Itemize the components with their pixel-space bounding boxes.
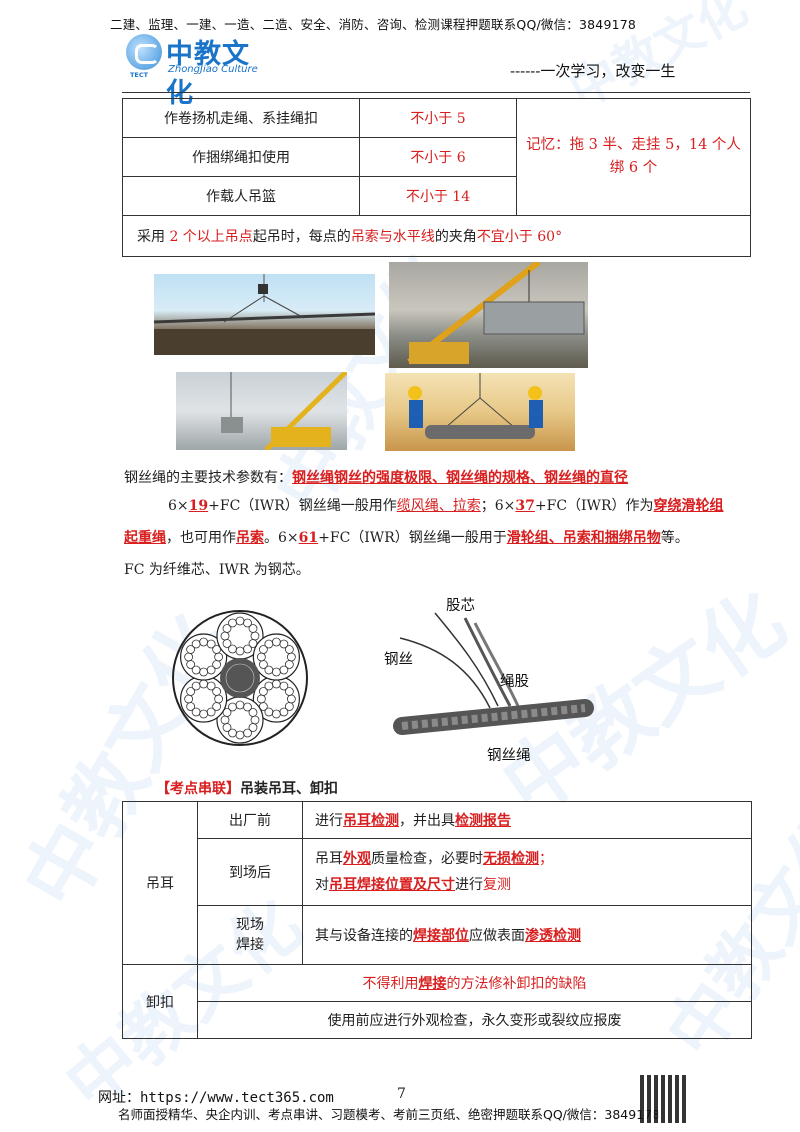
memory-tip: 记忆：拖 3 半、走挂 5，14 个人绑 6 个 — [516, 98, 751, 216]
shackle-rule-1: 不得利用焊接的方法修补卸扣的缺陷 — [197, 964, 752, 1002]
wire — [248, 708, 258, 717]
header-rule — [122, 92, 750, 93]
table-row: 使用前应进行外观检查，永久变形或裂纹应报废 — [123, 1001, 752, 1039]
wire — [206, 639, 216, 649]
table-row: 作捆绑绳扣使用 不小于 6 — [122, 137, 751, 177]
wire — [222, 708, 232, 717]
footer-url: 网址：https://www.tect365.com — [98, 1090, 334, 1106]
table-row: 作载人吊篮 不小于 14 — [122, 176, 751, 216]
row-value: 不小于 14 — [359, 176, 517, 216]
qr-code-icon — [640, 1075, 688, 1123]
wire — [284, 645, 294, 654]
wire — [284, 702, 294, 711]
label-wire-rope: 钢丝绳 — [487, 748, 531, 764]
stage-onsite-welding-desc: 其与设备连接的焊接部位应做表面渗透检测 — [302, 905, 752, 965]
stage-factory-desc: 进行吊耳检测，并出具检测报告 — [302, 801, 752, 839]
page-number: 7 — [397, 1086, 406, 1102]
strand — [252, 633, 300, 681]
rope-params-line4: FC 为纤维芯、IWR 为钢芯。 — [124, 562, 310, 578]
photo-workers-bundling-pipes — [385, 373, 575, 451]
header-contact-line: 二建、监理、一建、一造、二造、安全、消防、咨询、检测课程押题联系QQ/微信：38… — [110, 17, 637, 32]
rope-structure-diagram — [393, 612, 594, 735]
wire — [186, 687, 196, 696]
rope-params-line2: 6×19+FC（IWR）钢丝绳一般用作缆风绳、拉索；6×37+FC（IWR）作为… — [168, 498, 724, 514]
wire — [264, 665, 274, 675]
stage-arrival-desc: 吊耳外观质量检查，必要时无损检测； 对吊耳焊接位置及尺寸进行复测 — [302, 838, 752, 906]
wire — [186, 645, 196, 654]
photo-tower-crane-lift — [176, 372, 347, 450]
wire — [248, 639, 258, 648]
stage-factory: 出厂前 — [197, 801, 303, 839]
logo: 中教文化 ZhongJiao Culture TECT — [126, 34, 276, 109]
label-strand: 绳股 — [500, 674, 529, 690]
table-row: 吊耳 出厂前 进行吊耳检测，并出具检测报告 — [122, 801, 752, 965]
logo-icon — [126, 34, 162, 70]
logo-english: ZhongJiao Culture — [168, 64, 258, 75]
wire — [228, 644, 237, 654]
rope-cross-section-diagram — [172, 610, 308, 746]
wire — [258, 645, 268, 654]
wire — [228, 728, 237, 738]
table-row: 作卷扬机走绳、系挂绳扣 不小于 5 记忆：拖 3 半、走挂 5，14 个人绑 6… — [122, 98, 751, 216]
rope-params-line1: 钢丝绳的主要技术参数有：钢丝绳钢丝的强度极限、钢丝绳的规格、钢丝绳的直径 — [124, 470, 628, 486]
logo-chinese: 中教文化 — [166, 39, 250, 109]
wire — [212, 645, 222, 654]
photo-crane-module-lift — [389, 262, 588, 368]
wire — [212, 660, 222, 669]
wire — [258, 687, 268, 696]
table-row: 现场焊接 其与设备连接的焊接部位应做表面渗透检测 — [123, 905, 752, 965]
wire — [264, 707, 274, 717]
wire — [222, 624, 232, 633]
wire — [248, 624, 258, 633]
safety-factor-table: 作卷扬机走绳、系挂绳扣 不小于 5 记忆：拖 3 半、走挂 5，14 个人绑 6… — [122, 98, 751, 257]
category-lug: 吊耳 — [122, 801, 198, 965]
photo-steel-structure-lift — [154, 274, 375, 355]
category-shackle: 卸扣 — [122, 964, 198, 1039]
wire — [248, 723, 258, 732]
row-label: 作捆绑绳扣使用 — [122, 137, 360, 177]
wire — [243, 702, 252, 712]
table-row: 卸扣 不得利用焊接的方法修补卸扣的缺陷 — [122, 964, 752, 1039]
wire — [284, 660, 294, 669]
footer-contact-line: 名师面授精华、央企内训、考点串讲、习题模考、考前三页纸、绝密押题联系QQ/微信：… — [118, 1107, 661, 1122]
rope-params-line3: 起重绳，也可用作吊索。6×61+FC（IWR）钢丝绳一般用于滑轮组、吊索和捆绑吊… — [124, 530, 689, 546]
stage-arrival: 到场后 — [197, 838, 303, 906]
wire — [279, 639, 289, 649]
shackle-rule-2: 使用前应进行外观检查，永久变形或裂纹应报废 — [197, 1001, 752, 1039]
wire — [212, 702, 222, 711]
label-wire: 钢丝 — [384, 652, 413, 668]
lug-shackle-table: 吊耳 出厂前 进行吊耳检测，并出具检测报告 到场后 吊耳外观质量检查，必要时无损… — [122, 801, 752, 1039]
wire — [206, 681, 216, 691]
lifting-point-note: 采用 2 个以上吊点起吊时，每点的吊索与水平线的夹角不宜小于 60° — [122, 215, 751, 257]
slogan: ------一次学习，改变一生 — [510, 62, 676, 80]
row-value: 不小于 5 — [359, 98, 517, 138]
table-row: 到场后 吊耳外观质量检查，必要时无损检测； 对吊耳焊接位置及尺寸进行复测 — [123, 838, 752, 906]
wire — [243, 618, 252, 628]
wire — [191, 707, 201, 717]
wire — [279, 681, 289, 691]
table-row: 采用 2 个以上吊点起吊时，每点的吊索与水平线的夹角不宜小于 60° — [122, 215, 751, 257]
wire — [284, 687, 294, 696]
row-label: 作载人吊篮 — [122, 176, 360, 216]
row-label: 作卷扬机走绳、系挂绳扣 — [122, 98, 360, 138]
kaodian-title: 【考点串联】吊装吊耳、卸扣 — [156, 781, 338, 797]
row-value: 不小于 6 — [359, 137, 517, 177]
wire — [191, 665, 201, 675]
wire — [212, 687, 222, 696]
label-strand-core: 股芯 — [446, 598, 475, 614]
logo-tect: TECT — [130, 71, 149, 79]
stage-onsite-welding: 现场焊接 — [197, 905, 303, 965]
strand — [180, 675, 228, 723]
